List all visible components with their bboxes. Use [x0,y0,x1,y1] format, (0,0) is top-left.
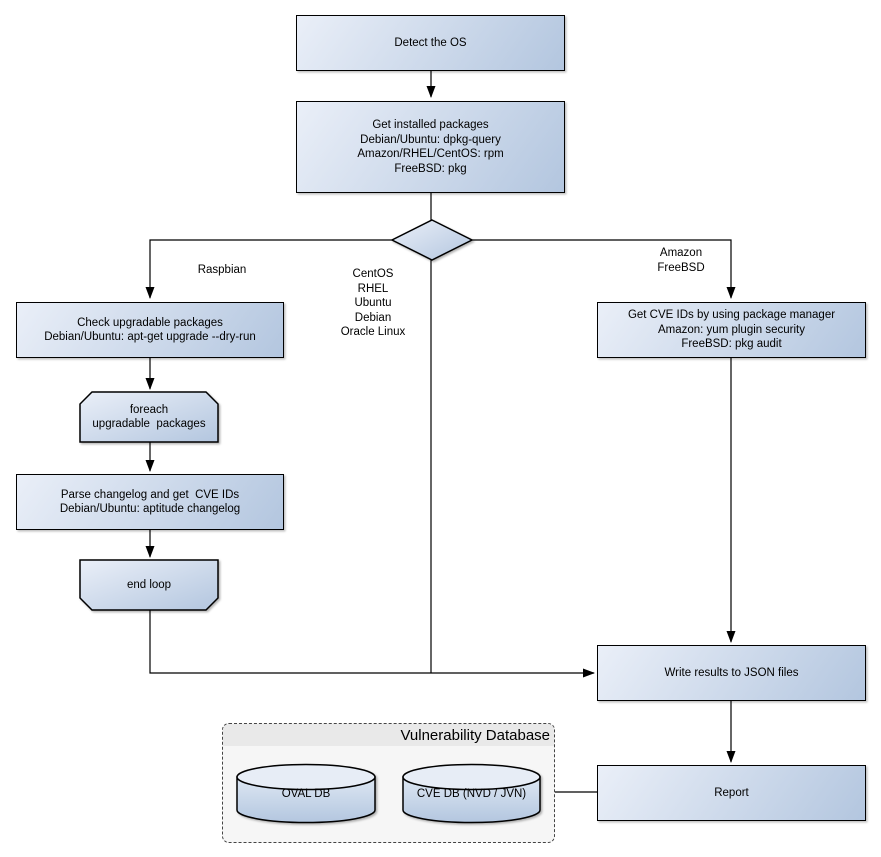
end-loop-shape [79,559,219,611]
branch-label-raspbian: Raspbian [182,263,262,278]
node-report: Report [597,765,866,821]
node-parse-changelog: Parse changelog and get CVE IDs Debian/U… [16,474,284,530]
vulnerability-database-header: Vulnerability Database [223,724,554,746]
node-detect-os-text: Detect the OS [394,36,467,49]
branch-label-raspbian-text: Raspbian [197,264,247,276]
node-parse-changelog-line1: Parse changelog and get CVE IDs [60,488,240,501]
node-get-installed-line1: Get installed packages [372,119,489,131]
node-get-cve-line3: FreeBSD: pkg audit [681,338,782,351]
end-loop-text: end loop [126,578,172,591]
node-write-results-text: Write results to JSON files [664,666,799,679]
branch-oracle-linux: Oracle Linux [340,326,406,338]
cve-db-cylinder-top [402,763,541,791]
node-get-installed-packages: Get installed packages Debian/Ubuntu: dp… [296,101,565,193]
branch-amazon: Amazon [659,247,703,259]
oval-db-cylinder-top [236,763,376,791]
oval-db-text: OVAL DB [281,787,331,800]
node-check-upgradable-line2: Debian/Ubuntu: apt-get upgrade --dry-run [44,331,256,343]
branch-rhel: RHEL [357,282,389,295]
node-get-installed-line3: Amazon/RHEL/CentOS: rpm [357,148,504,160]
branch-ubuntu: Ubuntu [354,297,392,309]
foreach-loop-line1: foreach [129,403,169,416]
node-write-results-json: Write results to JSON files [597,645,866,701]
node-check-upgradable-line1: Check upgradable packages [77,316,223,329]
node-report-text: Report [714,786,749,799]
foreach-loop-label: foreach upgradable packages [80,392,218,442]
branch-centos: CentOS [352,268,394,280]
foreach-loop-line2: upgradable packages [92,418,206,430]
branch-label-amazon-group: Amazon FreeBSD [641,246,721,275]
node-get-cve-ids: Get CVE IDs by using package manager Ama… [597,302,866,358]
node-detect-os: Detect the OS [296,15,565,71]
vulnerability-database-title: Vulnerability Database [400,726,550,744]
branch-debian: Debian [354,311,392,324]
node-get-cve-line1: Get CVE IDs by using package manager [627,309,836,322]
oval-db-label: OVAL DB [237,779,375,809]
arrow-decision-to-check-upgradable [145,239,392,299]
branch-freebsd: FreeBSD [657,261,705,274]
foreach-loop-shape [79,391,219,443]
node-check-upgradable-packages: Check upgradable packages Debian/Ubuntu:… [16,302,284,358]
node-get-installed-line2: Debian/Ubuntu: dpkg-query [360,133,501,146]
cve-db-text: CVE DB (NVD / JVN) [416,787,527,800]
node-parse-changelog-line2: Debian/Ubuntu: aptitude changelog [59,503,241,515]
node-get-installed-line4: FreeBSD: pkg [394,162,467,175]
node-get-cve-line2: Amazon: yum plugin security [657,323,805,336]
cve-db-label: CVE DB (NVD / JVN) [403,779,540,809]
arrow-endloop-to-writeresults [149,610,595,678]
os-decision-diamond [390,219,474,261]
end-loop-label: end loop [80,560,218,610]
branch-label-centos-group: CentOS RHEL Ubuntu Debian Oracle Linux [328,267,418,340]
arrow-decision-to-getcve [472,239,736,299]
